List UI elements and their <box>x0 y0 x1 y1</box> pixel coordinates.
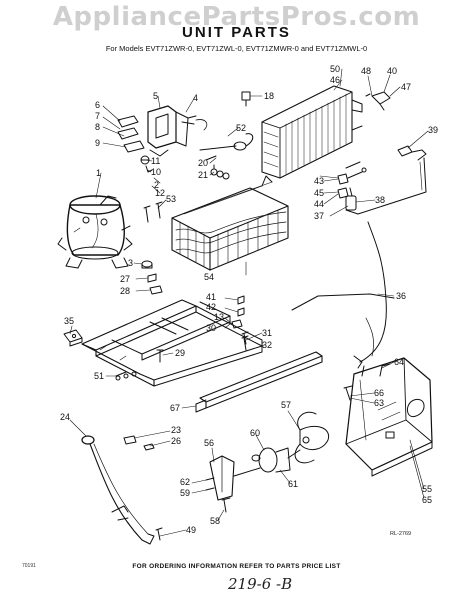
callout-32: 32 <box>262 340 272 350</box>
callout-4: 4 <box>193 93 198 103</box>
callout-63: 63 <box>374 398 384 408</box>
handwritten-note: 219-6 -B <box>228 575 293 593</box>
callout-9: 9 <box>95 138 100 148</box>
callout-47: 47 <box>401 82 411 92</box>
callout-49: 49 <box>186 525 196 535</box>
callout-30: 30 <box>206 323 216 333</box>
callout-26: 26 <box>171 436 181 446</box>
fasteners <box>141 91 251 363</box>
callout-60: 60 <box>250 428 260 438</box>
callout-39: 39 <box>428 125 438 135</box>
callout-43: 43 <box>314 176 324 186</box>
drier-fittings <box>319 173 349 199</box>
callout-67: 67 <box>170 403 180 413</box>
capacitor-lead <box>199 133 254 180</box>
callout-45: 45 <box>314 188 324 198</box>
callout-29: 29 <box>175 348 185 358</box>
callout-42: 42 <box>206 302 216 312</box>
callout-8: 8 <box>95 122 100 132</box>
power-cord <box>81 435 163 545</box>
callout-38: 38 <box>375 195 385 205</box>
callout-61: 61 <box>288 479 298 489</box>
callout-20: 20 <box>198 158 208 168</box>
drier-tubing <box>345 91 427 215</box>
bottom-left-code: 70191 <box>22 563 36 569</box>
callout-55: 55 <box>422 484 432 494</box>
callout-41: 41 <box>206 292 216 302</box>
callout-37: 37 <box>314 211 324 221</box>
callout-31: 31 <box>262 328 272 338</box>
callout-53: 53 <box>166 194 176 204</box>
callout-2: 2 <box>154 180 159 190</box>
callout-24: 24 <box>60 412 70 422</box>
leader-lines <box>69 68 429 537</box>
capillary-tube <box>291 221 395 369</box>
callout-5: 5 <box>153 91 158 101</box>
callout-3: 3 <box>128 258 133 268</box>
callout-27: 27 <box>120 274 130 284</box>
base-frame <box>63 299 263 387</box>
callout-18: 18 <box>264 91 274 101</box>
callout-48: 48 <box>361 66 371 76</box>
evaporator-coil <box>171 175 289 271</box>
diagram-title: UNIT PARTS <box>182 24 291 41</box>
long-rail <box>195 331 323 413</box>
callout-12: 12 <box>155 188 165 198</box>
callout-13: 13 <box>214 312 224 322</box>
callout-44: 44 <box>314 199 324 209</box>
callout-57: 57 <box>281 400 291 410</box>
diagram-subtitle: For Models EVT71ZWR-0, EVT71ZWL-0, EVT71… <box>105 44 368 53</box>
callout-35: 35 <box>64 316 74 326</box>
relay-bracket-assembly <box>117 105 208 173</box>
callout-51: 51 <box>94 371 104 381</box>
watermark-logo: AppliancePartsPros.com <box>52 2 421 32</box>
callout-10: 10 <box>151 167 161 177</box>
callout-28: 28 <box>120 286 130 296</box>
callout-58: 58 <box>210 516 220 526</box>
callout-66: 66 <box>374 388 384 398</box>
callout-64: 64 <box>394 357 404 367</box>
condenser <box>261 85 363 179</box>
callout-21: 21 <box>198 170 208 180</box>
compressor <box>57 195 133 269</box>
callout-6: 6 <box>95 100 100 110</box>
callout-40: 40 <box>387 66 397 76</box>
callout-56: 56 <box>204 438 214 448</box>
fan-motor-assembly <box>205 411 330 513</box>
callout-23: 23 <box>171 425 181 435</box>
callout-7: 7 <box>95 111 100 121</box>
callout-11: 11 <box>151 156 160 166</box>
callout-62: 62 <box>180 477 190 487</box>
callout-65: 65 <box>422 495 432 505</box>
fan-shroud-bracket <box>343 357 433 477</box>
callout-labels: 1 2 3 4 5 6 7 8 9 10 11 12 13 18 20 21 2… <box>60 64 438 535</box>
callout-36: 36 <box>396 291 406 301</box>
callout-54: 54 <box>204 272 214 282</box>
ordering-note: FOR ORDERING INFORMATION REFER TO PARTS … <box>132 563 341 570</box>
callout-50: 50 <box>330 64 340 74</box>
callout-59: 59 <box>180 488 190 498</box>
drawing-number: RL-2769 <box>390 531 412 537</box>
callout-46: 46 <box>330 75 340 85</box>
callout-1: 1 <box>96 168 101 178</box>
callout-52: 52 <box>236 123 246 133</box>
